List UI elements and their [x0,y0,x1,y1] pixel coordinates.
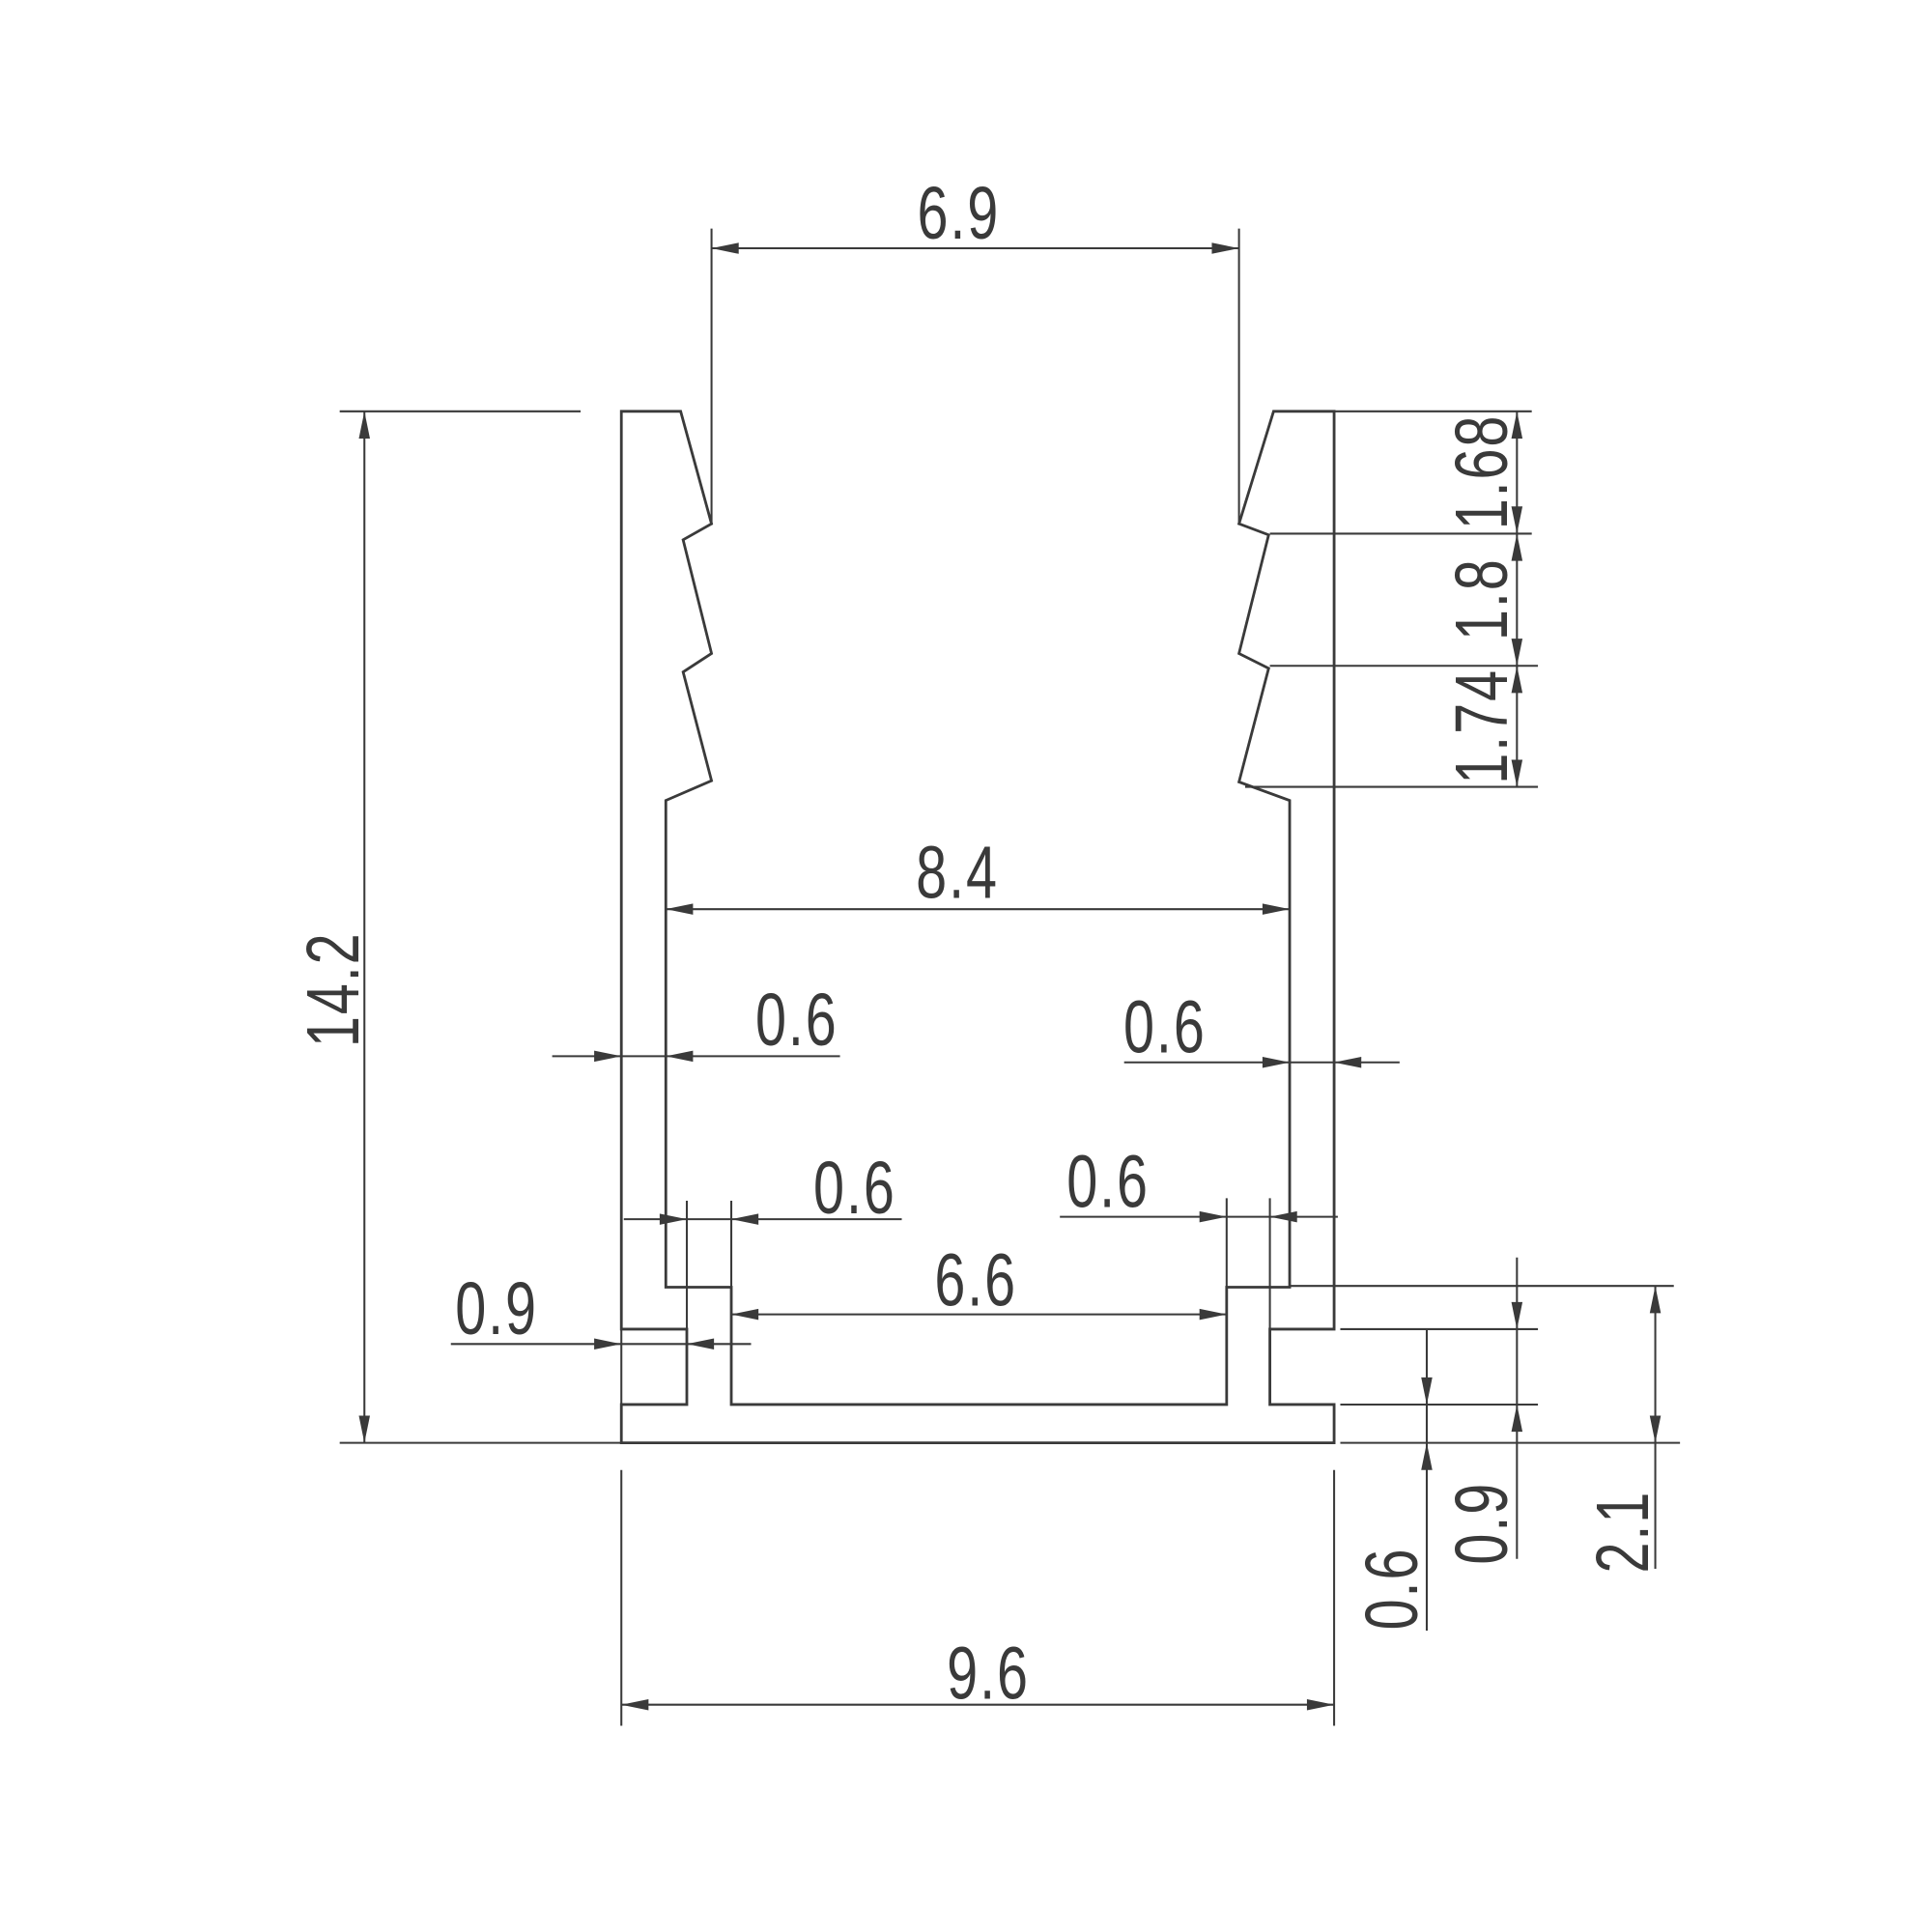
dim-label-overall-width: 9.6 [947,1633,1030,1715]
dimension-labels: 6.9 8.4 0.6 0.6 0.6 0.6 6.6 0.9 9.6 14.2… [293,173,1664,1715]
dim-label-groove-height: 0.9 [1441,1482,1523,1565]
dim-label-channel-depth: 2.1 [1582,1491,1664,1574]
profile-outline [619,410,1336,1445]
dim-label-top-opening: 6.9 [917,173,1000,255]
dim-label-step-3: 1.74 [1441,668,1523,784]
dim-label-step-2: 1.8 [1441,557,1523,640]
dim-label-left-rib: 0.6 [813,1148,896,1230]
dim-label-left-wall: 0.6 [755,980,838,1062]
dim-label-right-rib: 0.6 [1066,1141,1150,1223]
dim-label-step-1: 1.68 [1441,414,1523,530]
dim-label-overall-height: 14.2 [293,931,375,1047]
dim-label-channel-width: 6.6 [934,1240,1017,1322]
extension-lines [339,228,1681,1726]
dim-label-left-groove-depth: 0.9 [455,1268,538,1350]
dim-label-right-wall: 0.6 [1123,987,1207,1069]
dim-label-inner-width: 8.4 [916,833,999,915]
dim-label-base: 0.6 [1351,1548,1434,1631]
